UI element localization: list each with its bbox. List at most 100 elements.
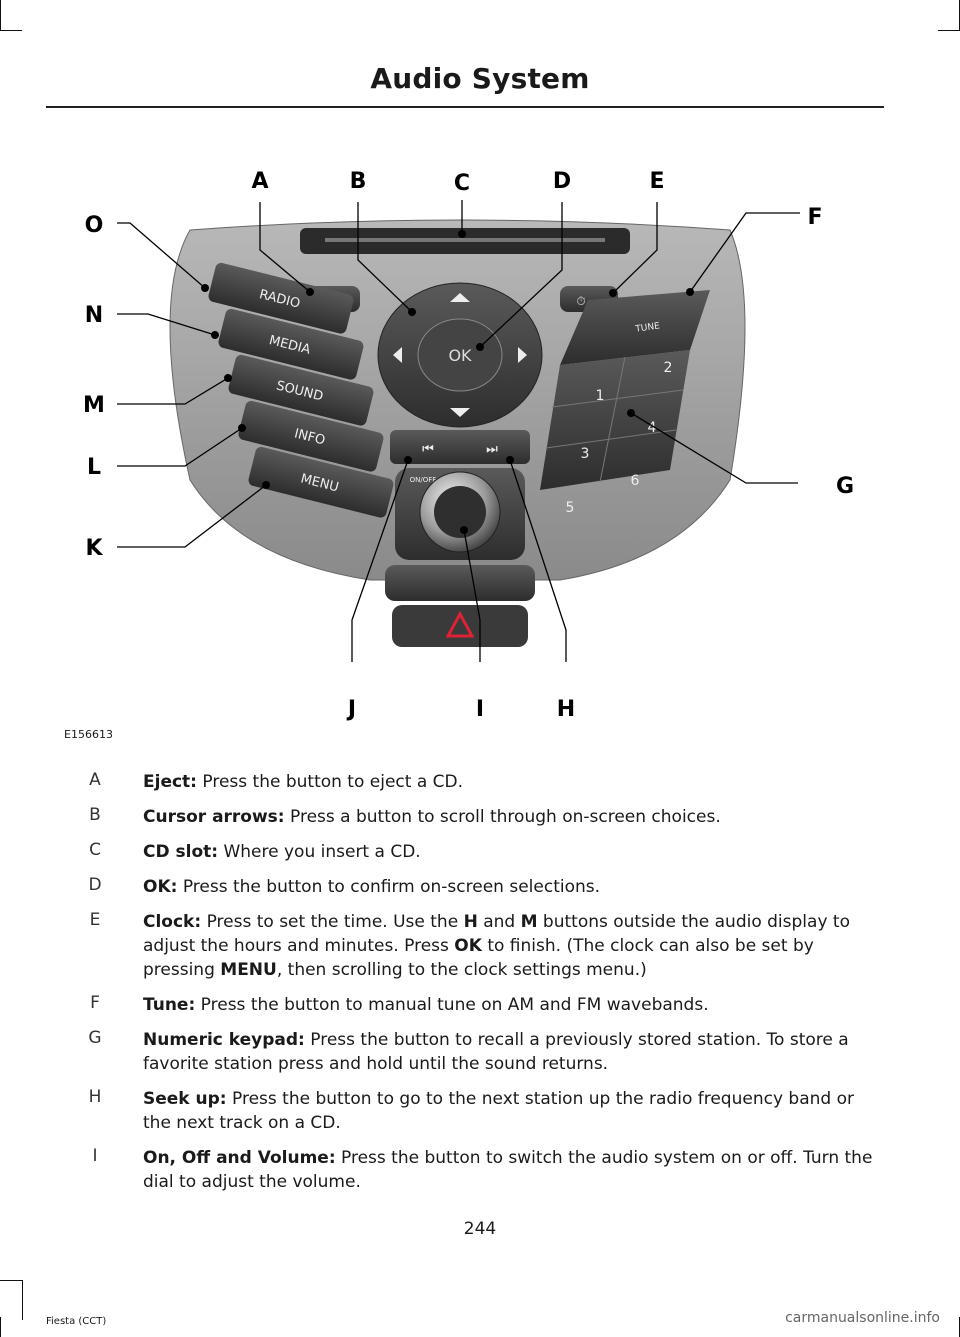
legend-term: CD slot:: [143, 842, 219, 862]
legend-term: Numeric keypad:: [143, 1030, 305, 1050]
legend-letter: G: [88, 1028, 102, 1048]
legend-term: OK: [454, 936, 482, 956]
info-label: INFO: [293, 426, 327, 448]
crop-mark: [22, 1280, 23, 1320]
ok-button-shape: [417, 318, 503, 392]
legend-item: D OK: Press the button to confirm on-scre…: [80, 875, 880, 899]
callout-b: B: [350, 169, 367, 194]
legend-letter: D: [88, 875, 102, 895]
figure-code: E156613: [64, 728, 113, 741]
callout-g: G: [836, 474, 854, 499]
legend-letter: B: [89, 805, 101, 825]
leader-dots: [201, 230, 694, 534]
legend-text: On, Off and Volume: Press the button to …: [143, 1146, 880, 1194]
callout-h: H: [557, 697, 575, 722]
legend-item: F Tune: Press the button to manual tune o…: [80, 993, 880, 1017]
arrow-up-icon: [450, 293, 470, 302]
cd-slot: [325, 238, 605, 242]
crop-mark: [0, 30, 22, 31]
legend-text: Cursor arrows: Press a button to scroll …: [143, 805, 880, 829]
crop-mark: [0, 1280, 22, 1281]
legend-description: Where you insert a CD.: [218, 842, 421, 862]
key-5: 5: [566, 500, 575, 516]
legend-text: Clock: Press to set the time. Use the H …: [143, 910, 880, 982]
seek-up-icon: ⏭: [486, 442, 498, 457]
hazard-button-shape: [392, 605, 528, 647]
callout-j: J: [346, 697, 356, 722]
legend-description: Press the button to go to the next stati…: [143, 1089, 854, 1133]
key-1: 1: [596, 388, 605, 404]
left-button-bank: RADIO MEDIA SOUND INFO MENU: [208, 262, 394, 518]
legend-description: buttons outside the audio display to adj…: [143, 912, 850, 956]
legend-letter: A: [89, 770, 101, 790]
legend-term: M: [520, 912, 538, 932]
legend-description: and: [477, 912, 521, 932]
svg-text:⏱: ⏱: [576, 294, 585, 308]
callout-f: F: [807, 205, 822, 230]
legend-letter: I: [92, 1146, 98, 1166]
legend-term: MENU: [220, 960, 277, 980]
crop-mark: [938, 30, 960, 31]
arrow-left-icon: [393, 347, 402, 363]
callout-k: K: [85, 536, 103, 561]
legend-text: Numeric keypad: Press the button to reca…: [143, 1028, 880, 1076]
callout-o: O: [85, 213, 104, 238]
callout-d: D: [553, 169, 571, 194]
callout-l: L: [87, 455, 101, 480]
legend-term: Cursor arrows:: [143, 807, 285, 827]
legend-text: Seek up: Press the button to go to the n…: [143, 1087, 880, 1135]
legend-item: I On, Off and Volume: Press the button to…: [80, 1146, 880, 1194]
legend-description: , then scrolling to the clock settings m…: [276, 960, 647, 980]
key-3: 3: [581, 446, 590, 462]
item-list: A Eject: Press the button to eject a CD. B…: [80, 770, 880, 1205]
legend-description: Press the button to manual tune on AM an…: [195, 995, 709, 1015]
page-title: Audio System: [370, 62, 590, 95]
ok-label: OK: [448, 346, 472, 365]
legend-term: Eject:: [143, 772, 197, 792]
legend-description: Press to set the time. Use the: [201, 912, 464, 932]
key-4: 4: [648, 420, 657, 436]
watermark: carmanualsonline.info: [785, 1310, 940, 1326]
legend-text: Eject: Press the button to eject a CD.: [143, 770, 880, 794]
callout-n: N: [85, 303, 103, 328]
legend-letter: E: [89, 910, 101, 930]
seek-down-icon: ⏮: [422, 442, 434, 457]
tune-label: TUNE: [634, 321, 661, 334]
legend-text: Tune: Press the button to manual tune on…: [143, 993, 880, 1017]
legend-description: to finish. (The clock can also be set by…: [143, 936, 814, 980]
lock-button-shape: [385, 565, 535, 601]
legend-item: A Eject: Press the button to eject a CD.: [80, 770, 880, 794]
callout-c: C: [454, 171, 470, 196]
legend-description: Press the button to confirm on-screen se…: [177, 877, 601, 897]
legend-item: H Seek up: Press the button to go to the …: [80, 1087, 880, 1135]
right-keypad: TUNE 1 2 3 4 5 6: [540, 290, 710, 516]
callout-a: A: [251, 169, 268, 194]
legend-description: Press the button to recall a previously …: [143, 1030, 849, 1074]
legend-term: On, Off and Volume:: [143, 1148, 336, 1168]
callout-i: I: [476, 697, 484, 722]
legend-text: CD slot: Where you insert a CD.: [143, 840, 880, 864]
legend-text: OK: Press the button to confirm on-scree…: [143, 875, 880, 899]
legend-term: Tune:: [143, 995, 196, 1015]
hazard-icon: [445, 610, 475, 638]
page-number: 244: [463, 1219, 497, 1239]
legend-term: Clock:: [143, 912, 202, 932]
legend-term: Seek up:: [143, 1089, 227, 1109]
seek-bar: [390, 430, 530, 464]
footer-model: Fiesta (CCT): [46, 1316, 107, 1327]
legend-description: Press a button to scroll through on-scre…: [284, 807, 721, 827]
key-2: 2: [664, 360, 673, 376]
crop-mark: [0, 1317, 1, 1337]
legend-item: G Numeric keypad: Press the button to rec…: [80, 1028, 880, 1076]
leader-lines: [117, 200, 800, 662]
legend-description: Press the button to eject a CD.: [196, 772, 464, 792]
audio-panel-figure: ⏏ ⏱ RADIO MEDIA SOUND INFO MENU TUNE 1 2…: [83, 169, 854, 722]
callout-m: M: [83, 393, 105, 418]
callout-e: E: [649, 169, 664, 194]
legend-letter: H: [88, 1087, 102, 1107]
legend-letter: F: [90, 993, 100, 1013]
legend-description: Press the button to switch the audio sys…: [143, 1148, 873, 1192]
legend-term: H: [463, 912, 478, 932]
arrow-right-icon: [518, 347, 527, 363]
